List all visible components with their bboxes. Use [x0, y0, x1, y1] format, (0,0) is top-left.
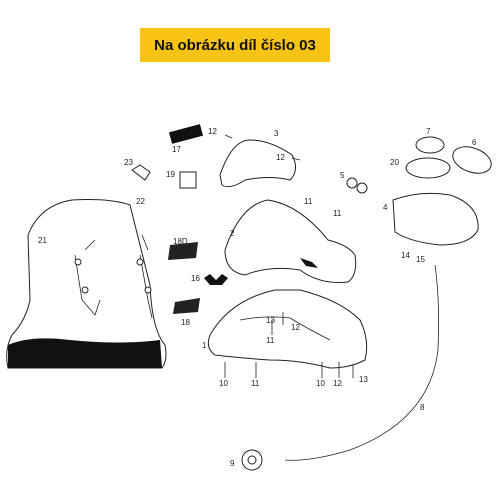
- part-label: 1: [202, 341, 207, 350]
- part-label: 11: [266, 336, 275, 345]
- windscreen-bracket: [74, 234, 153, 319]
- decal-part-17: [168, 124, 204, 144]
- part-label: 23: [124, 158, 133, 167]
- part-label: 11: [304, 197, 313, 206]
- part-label: 14: [401, 251, 410, 260]
- part-label: 12: [333, 379, 342, 388]
- part-label: 13: [359, 375, 368, 384]
- part-label: 12: [208, 127, 217, 136]
- part-label: 5: [340, 171, 345, 180]
- part-label: 20: [390, 158, 399, 167]
- decal-part-19: [179, 171, 197, 189]
- part-label: 6: [472, 138, 477, 147]
- part-label: 17: [172, 145, 181, 154]
- logo-decal-18d: [168, 242, 198, 260]
- gauge-bezel-6: [452, 146, 492, 174]
- logo-decal-16: [204, 274, 228, 285]
- bolt-part-5: [346, 177, 358, 189]
- part-label: 12: [291, 323, 300, 332]
- part-label: 18: [181, 318, 190, 327]
- part-label: 11: [251, 379, 260, 388]
- part-label: 21: [38, 236, 47, 245]
- instrument-cluster-part: [392, 192, 479, 246]
- part-label: 10: [316, 379, 325, 388]
- part-label: 7: [426, 127, 431, 136]
- gauge-bezel-20: [405, 157, 451, 179]
- fairing-logo-decal: [300, 258, 318, 268]
- part-label: 16: [191, 274, 200, 283]
- part-label: 12: [276, 153, 285, 162]
- part-label: 18D: [173, 237, 188, 246]
- part-label: 4: [383, 203, 388, 212]
- part-label: 15: [416, 255, 425, 264]
- speedometer-cable-part: [284, 264, 439, 461]
- part-label: 3: [274, 129, 279, 138]
- part-label: 13: [266, 316, 275, 325]
- front-fairing-part: [224, 199, 357, 283]
- part-label: 8: [420, 403, 425, 412]
- part-label: 10: [219, 379, 228, 388]
- part-label: 22: [136, 197, 145, 206]
- upper-cover-part: [219, 139, 296, 188]
- lower-body-part: [207, 289, 368, 369]
- part-label: 9: [230, 459, 235, 468]
- windscreen-bottom-band: [8, 338, 162, 368]
- part-label: 19: [166, 170, 175, 179]
- logo-decal-18: [173, 298, 200, 314]
- windscreen-part: [6, 199, 167, 369]
- part-label: 11: [333, 209, 342, 218]
- gauge-bezel-7: [415, 136, 445, 154]
- part-label: 2: [230, 229, 235, 238]
- clip-part-23: [131, 164, 151, 181]
- title-banner: Na obrázku díl číslo 03: [140, 28, 330, 62]
